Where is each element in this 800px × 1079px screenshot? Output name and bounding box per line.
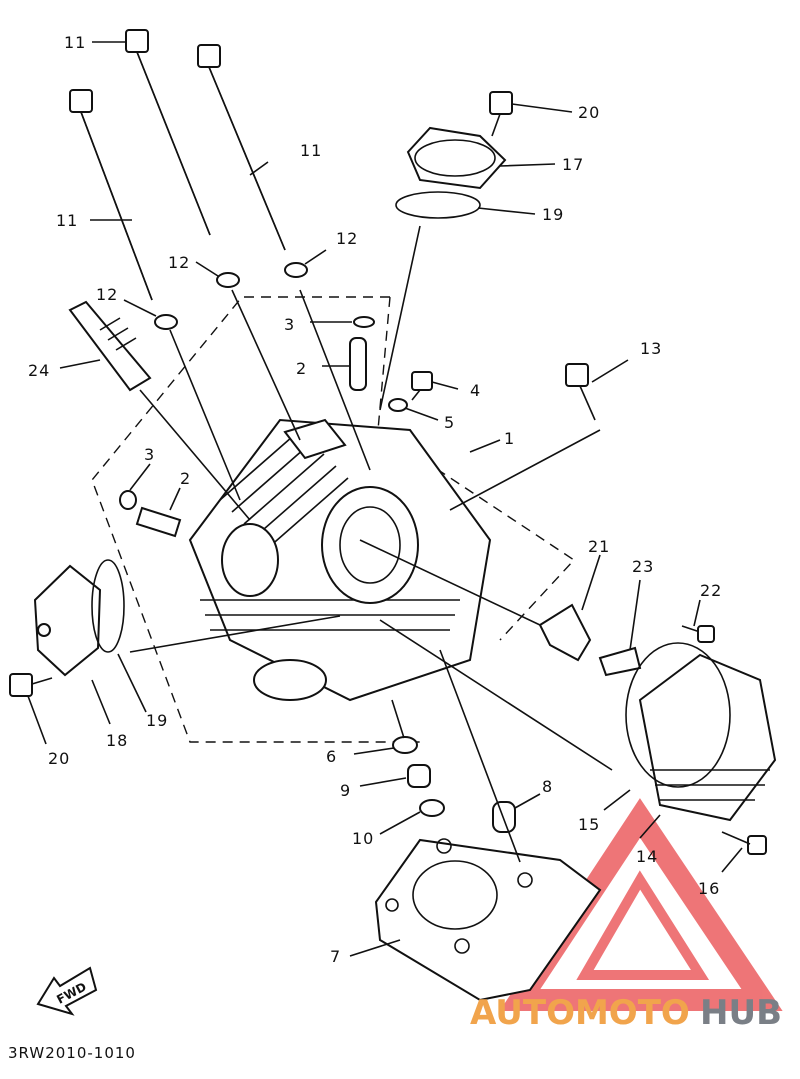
- part-label: 2: [296, 359, 307, 378]
- cylinder-head-icon: [188, 418, 492, 702]
- watermark-text-primary: AUTOMOTO: [470, 993, 690, 1033]
- part-label: 19: [146, 711, 168, 730]
- part-label: 12: [96, 285, 118, 304]
- part-label: 11: [56, 211, 78, 230]
- part-label: 9: [340, 781, 351, 800]
- leader-lines: [27, 41, 743, 957]
- cap-cover-icon: [395, 91, 513, 219]
- part-label: 10: [352, 829, 374, 848]
- part-label: 3: [144, 445, 155, 464]
- bolt-icon: [565, 363, 596, 421]
- spark-plug-icon: [68, 300, 152, 392]
- part-label: 21: [588, 537, 610, 556]
- bracket-icon: [538, 603, 642, 677]
- part-label: 24: [28, 361, 50, 380]
- part-label: 12: [336, 229, 358, 248]
- watermark-text-secondary: HUB: [700, 993, 782, 1033]
- part-label: 19: [542, 205, 564, 224]
- part-label: 16: [698, 879, 720, 898]
- part-label: 3: [284, 315, 295, 334]
- cylinder-head-bolt-icon: [69, 29, 286, 301]
- part-label: 11: [64, 33, 86, 52]
- valve-guide-icon: [119, 316, 375, 538]
- head-gasket-icon: [374, 838, 602, 1002]
- part-label: 11: [300, 141, 322, 160]
- part-label: 17: [562, 155, 584, 174]
- part-label: 15: [578, 815, 600, 834]
- drawing-code: 3RW2010-1010: [8, 1044, 136, 1062]
- washer-icon: [154, 262, 308, 330]
- part-label: 20: [578, 103, 600, 122]
- part-label: 20: [48, 749, 70, 768]
- part-label: 7: [330, 947, 341, 966]
- part-label: 14: [636, 847, 658, 866]
- forward-arrow-icon: FWD: [36, 966, 98, 1016]
- valve-cover-icon: [625, 642, 777, 855]
- bolt-icon: [681, 625, 715, 643]
- part-label: 13: [640, 339, 662, 358]
- part-label: 12: [168, 253, 190, 272]
- part-label: 8: [542, 777, 553, 796]
- valve-seal-icon: [392, 736, 516, 833]
- part-label: 18: [106, 731, 128, 750]
- part-label: 6: [326, 747, 337, 766]
- side-cover-icon: [9, 559, 125, 697]
- part-label: 1: [504, 429, 515, 448]
- part-label: 23: [632, 557, 654, 576]
- part-label: 22: [700, 581, 722, 600]
- part-label: 2: [180, 469, 191, 488]
- part-label: 5: [444, 413, 455, 432]
- bolt-icon: [388, 371, 433, 412]
- part-label: 4: [470, 381, 481, 400]
